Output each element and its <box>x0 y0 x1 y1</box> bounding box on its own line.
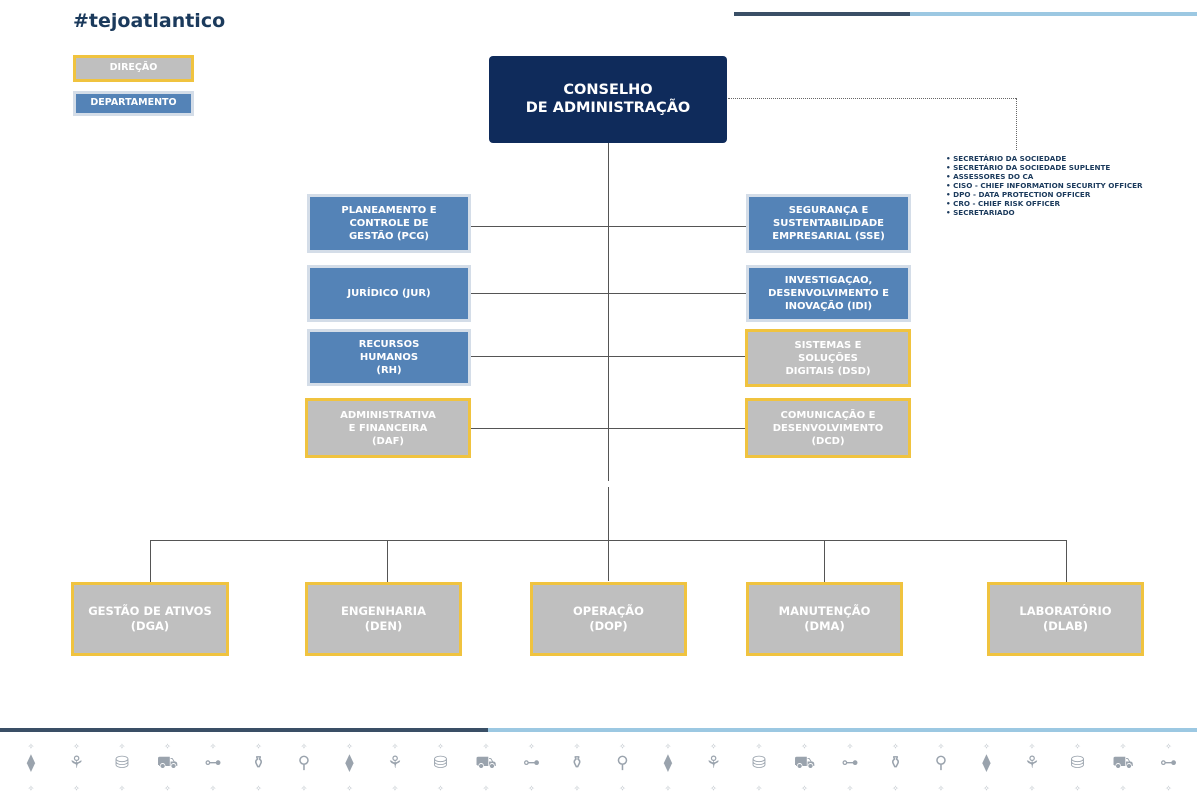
pump-icon: ✧⚲✧ <box>297 742 311 793</box>
conselho-dotted-connector <box>728 98 1016 99</box>
unit-dlab: LABORATÓRIO (DLAB) <box>987 582 1144 656</box>
conselho-box: CONSELHO DE ADMINISTRAÇÃO <box>489 56 727 143</box>
pipes-icon: ✧⧫✧ <box>345 742 354 793</box>
footer-accent-bar-dark <box>0 728 488 732</box>
pipeline-icon: ✧⊶✧ <box>204 742 222 793</box>
unit-dma: MANUTENÇÃO (DMA) <box>746 582 903 656</box>
truck-icon: ✧⛟✧ <box>475 742 497 793</box>
support-item: DPO - DATA PROTECTION OFFICER <box>946 190 1143 199</box>
support-item: SECRETÁRIO DA SOCIEDADE <box>946 154 1143 163</box>
support-item: SECRETARIADO <box>946 208 1143 217</box>
unit-daf: ADMINISTRATIVA E FINANCEIRA (DAF) <box>305 398 471 458</box>
connector-jur <box>471 293 608 294</box>
unit-rh: RECURSOS HUMANOS (RH) <box>307 329 471 386</box>
drop-den <box>387 540 388 582</box>
legend-departamento: DEPARTAMENTO <box>73 91 194 116</box>
connector-sse <box>609 226 746 227</box>
truck-icon: ✧⛟✧ <box>1112 742 1134 793</box>
bottom-bus <box>150 540 1067 541</box>
connector-daf <box>471 428 608 429</box>
legend-direcao: DIREÇÃO <box>73 55 194 82</box>
unit-jur: JURÍDICO (JUR) <box>307 265 471 322</box>
pipeline-icon: ✧⊶✧ <box>1160 742 1177 793</box>
unit-dsd: SISTEMAS E SOLUÇÕES DIGITAIS (DSD) <box>745 329 911 387</box>
unit-dga: GESTÃO DE ATIVOS (DGA) <box>71 582 229 656</box>
pipeline-icon: ✧⊶✧ <box>523 742 540 793</box>
tank-icon: ✧⛁✧ <box>751 742 767 793</box>
connector-idi <box>609 293 746 294</box>
footer-icon-strip: ✧⧫✧ ✧⚘✧ ✧⛁✧ ✧⛟✧ ✧⊶✧ ✧⚱✧ ✧⚲✧ ✧⧫✧ ✧⚘✧ ✧⛁✧ ✧⛟✧ ✧⊶✧ ✧⚱✧ ✧… <box>0 742 1197 796</box>
conselho-dotted-drop <box>1016 98 1017 150</box>
tank-icon: ✧⛁✧ <box>1070 742 1085 793</box>
pipes-icon: ✧⧫✧ <box>982 742 991 793</box>
support-item: CRO - CHIEF RISK OFFICER <box>946 199 1143 208</box>
tank-icon: ✧⛁✧ <box>433 742 448 793</box>
drop-dma <box>824 540 825 582</box>
support-item: ASSESSORES DO CA <box>946 172 1143 181</box>
connector-rh <box>471 356 608 357</box>
support-item: SECRETÁRIO DA SOCIEDADE SUPLENTE <box>946 163 1143 172</box>
truck-icon: ✧⛟✧ <box>156 742 179 793</box>
plant-icon: ✧⚘✧ <box>387 742 403 793</box>
top-accent-bar-dark <box>734 12 910 16</box>
pump-icon: ✧⚲✧ <box>934 742 948 793</box>
drop-dga <box>150 540 151 582</box>
connector-dsd <box>609 356 746 357</box>
bottle-icon: ✧⚱✧ <box>569 742 585 793</box>
trunk-line-lower <box>608 487 609 581</box>
unit-dop: OPERAÇÃO (DOP) <box>530 582 687 656</box>
top-accent-bar-light <box>910 12 1197 16</box>
plant-icon: ✧⚘✧ <box>705 742 722 793</box>
trunk-line <box>608 143 609 481</box>
plant-icon: ✧⚘✧ <box>68 742 85 793</box>
support-item: CISO - CHIEF INFORMATION SECURITY OFFICE… <box>946 181 1142 190</box>
tank-icon: ✧⛁✧ <box>114 742 130 793</box>
connector-dcd <box>609 428 746 429</box>
conselho-support-list: SECRETÁRIO DA SOCIEDADE SECRETÁRIO DA SO… <box>946 154 1143 217</box>
connector-pcg <box>471 226 608 227</box>
truck-icon: ✧⛟✧ <box>793 742 816 793</box>
pipeline-icon: ✧⊶✧ <box>841 742 859 793</box>
pipes-icon: ✧⧫✧ <box>663 742 673 793</box>
drop-dlab <box>1066 540 1067 582</box>
unit-idi: INVESTIGAÇAO, DESENVOLVIMENTO E INOVAÇÃO… <box>746 265 911 322</box>
unit-den: ENGENHARIA (DEN) <box>305 582 462 656</box>
pump-icon: ✧⚲✧ <box>616 742 629 793</box>
bottle-icon: ✧⚱✧ <box>251 742 266 793</box>
unit-sse: SEGURANÇA E SUSTENTABILIDADE EMPRESARIAL… <box>746 194 911 253</box>
plant-icon: ✧⚘✧ <box>1024 742 1040 793</box>
footer-accent-bar-light <box>488 728 1197 732</box>
bottle-icon: ✧⚱✧ <box>888 742 903 793</box>
unit-dcd: COMUNICAÇÃO E DESENVOLVIMENTO (DCD) <box>745 398 911 458</box>
brand-hashtag: #tejoatlantico <box>73 10 226 32</box>
pipes-icon: ✧⧫✧ <box>26 742 36 793</box>
unit-pcg: PLANEAMENTO E CONTROLE DE GESTÃO (PCG) <box>307 194 471 253</box>
